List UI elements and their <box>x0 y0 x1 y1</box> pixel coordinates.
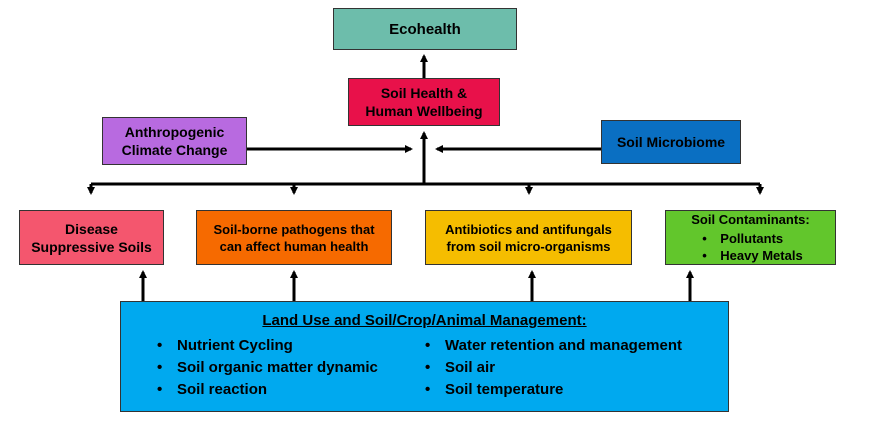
contaminants-title: Soil Contaminants: <box>691 212 810 227</box>
soil-health-line2: Human Wellbeing <box>365 103 483 119</box>
climate-line2: Climate Change <box>121 142 228 158</box>
management-columns: Nutrient Cycling Soil organic matter dyn… <box>121 329 728 401</box>
management-item: Soil reaction <box>157 379 378 401</box>
disease-suppressive-node: Disease Suppressive Soils <box>19 210 164 265</box>
contaminant-item: Heavy Metals <box>698 247 802 264</box>
soil-health-line1: Soil Health & <box>380 85 468 101</box>
contaminants-list: Pollutants Heavy Metals <box>698 230 802 264</box>
pathogens-line1: Soil-borne pathogens that <box>213 221 375 237</box>
ecohealth-node: Ecohealth <box>333 8 517 50</box>
climate-line1: Anthropogenic <box>124 124 225 140</box>
ecohealth-label: Ecohealth <box>389 20 461 38</box>
management-title: Land Use and Soil/Crop/Animal Management… <box>262 312 587 329</box>
disease-line2: Suppressive Soils <box>31 238 152 255</box>
management-item: Soil air <box>425 357 682 379</box>
antibiotics-line1: Antibiotics and antifungals <box>445 221 612 237</box>
disease-line1: Disease <box>65 220 118 237</box>
antibiotics-line2: from soil micro-organisms <box>446 238 611 254</box>
management-right-list: Water retention and management Soil air … <box>425 335 682 401</box>
management-item: Soil temperature <box>425 379 682 401</box>
management-item: Soil organic matter dynamic <box>157 357 378 379</box>
soil-contaminants-node: Soil Contaminants: Pollutants Heavy Meta… <box>665 210 836 265</box>
soil-health-node: Soil Health & Human Wellbeing <box>348 78 500 126</box>
climate-change-node: Anthropogenic Climate Change <box>102 117 247 165</box>
management-left-list: Nutrient Cycling Soil organic matter dyn… <box>157 335 378 401</box>
pathogens-line2: can affect human health <box>219 238 369 254</box>
contaminant-item: Pollutants <box>698 230 802 247</box>
management-item: Nutrient Cycling <box>157 335 378 357</box>
management-item: Water retention and management <box>425 335 682 357</box>
pathogens-node: Soil-borne pathogens that can affect hum… <box>196 210 392 265</box>
soil-microbiome-node: Soil Microbiome <box>601 120 741 164</box>
management-node: Land Use and Soil/Crop/Animal Management… <box>120 301 729 412</box>
microbiome-label: Soil Microbiome <box>616 134 726 150</box>
antibiotics-node: Antibiotics and antifungals from soil mi… <box>425 210 632 265</box>
